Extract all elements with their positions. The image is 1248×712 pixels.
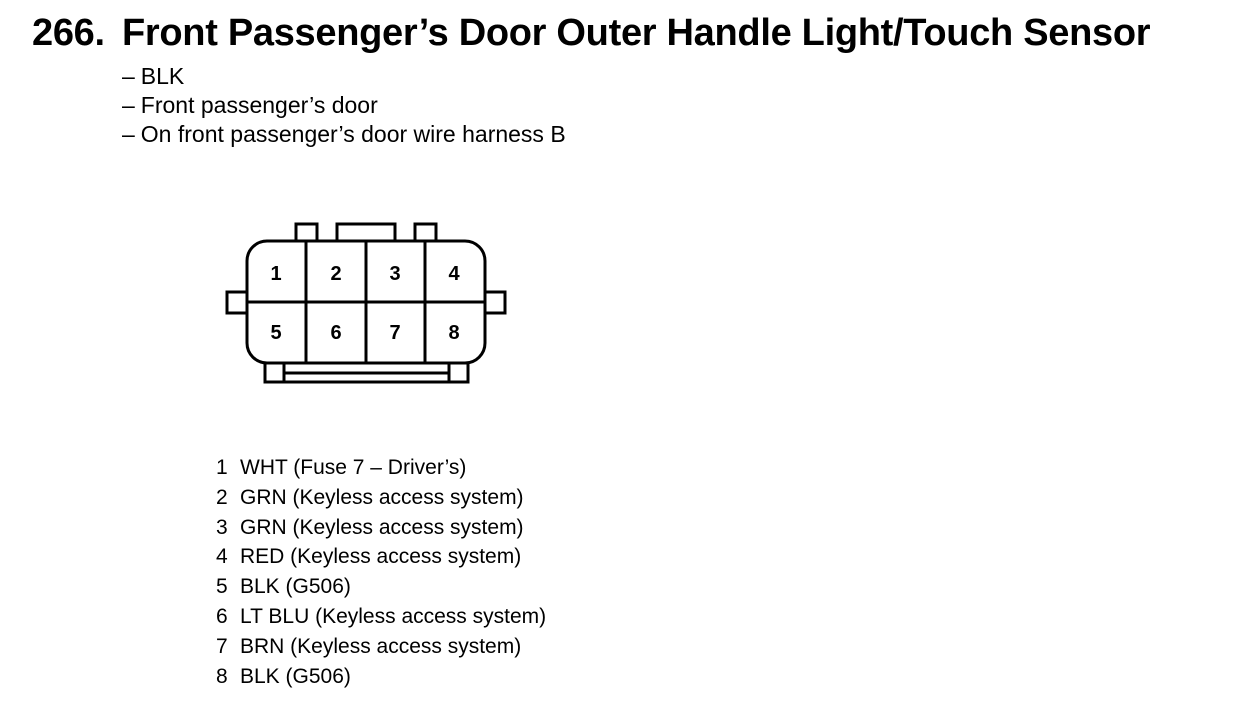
pin-number: 7 — [216, 634, 228, 658]
pin-number: 4 — [216, 545, 228, 569]
pin-row: 4 RED (Keyless access system) — [216, 542, 546, 572]
dash: – — [122, 92, 135, 118]
pin-row: 5 BLK (G506) — [216, 572, 546, 602]
pin-description: BLK (G506) — [240, 575, 351, 599]
cavity-label: 8 — [448, 322, 459, 344]
detail-text: On front passenger’s door wire harness B — [140, 121, 566, 147]
top-latch-right — [413, 222, 438, 243]
connector-face-diagram: 1 2 3 4 5 6 7 8 — [225, 222, 507, 384]
top-latch-left — [294, 222, 319, 243]
cavity-label: 7 — [389, 322, 400, 344]
page-title: 266. Front Passenger’s Door Outer Handle … — [32, 9, 1151, 57]
side-tab-left — [225, 290, 249, 315]
pin-number: 1 — [216, 456, 228, 479]
pin-row: 8 BLK (G506) — [216, 662, 546, 692]
connector-outline — [225, 222, 507, 384]
connector-color: –BLK — [122, 62, 566, 91]
connector-harness: –On front passenger’s door wire harness … — [122, 120, 566, 149]
pin-number: 6 — [216, 604, 228, 628]
detail-text: BLK — [140, 63, 185, 89]
detail-text: Front passenger’s door — [140, 92, 378, 118]
pin-description: LT BLU (Keyless access system) — [240, 604, 547, 628]
pin-description: BRN (Keyless access system) — [240, 634, 522, 658]
pin-number: 2 — [216, 485, 228, 509]
pin-description: RED (Keyless access system) — [240, 545, 522, 569]
cavity-label: 3 — [389, 263, 400, 285]
cavity-label: 1 — [270, 263, 281, 285]
connector-location: –Front passenger’s door — [122, 91, 566, 120]
component-title: Front Passenger’s Door Outer Handle Ligh… — [122, 12, 1151, 54]
cavity-label: 4 — [448, 263, 460, 285]
pin-row: 3 GRN (Keyless access system) — [216, 513, 546, 543]
connector-details: –BLK –Front passenger’s door –On front p… — [122, 62, 566, 149]
pin-number: 3 — [216, 515, 228, 539]
cavity-label: 6 — [330, 322, 341, 344]
dash: – — [122, 63, 135, 89]
pin-row: 6 LT BLU (Keyless access system) — [216, 602, 546, 632]
cavity-label: 5 — [270, 322, 281, 344]
pin-number: 8 — [216, 664, 228, 688]
pin-description: GRN (Keyless access system) — [240, 515, 524, 539]
top-lock-tab — [335, 222, 397, 243]
pin-row: 7 BRN (Keyless access system) — [216, 632, 546, 662]
pin-description: BLK (G506) — [240, 664, 351, 688]
pin-number: 5 — [216, 575, 228, 599]
pin-row: 2 GRN (Keyless access system) — [216, 483, 546, 513]
dash: – — [122, 121, 135, 147]
pin-row: 1 WHT (Fuse 7 – Driver’s) — [216, 453, 546, 483]
pin-description: WHT (Fuse 7 – Driver’s) — [240, 456, 467, 479]
pin-description: GRN (Keyless access system) — [240, 485, 524, 509]
component-number: 266. — [32, 12, 105, 54]
side-tab-right — [483, 290, 507, 315]
cavity-label: 2 — [330, 263, 341, 285]
